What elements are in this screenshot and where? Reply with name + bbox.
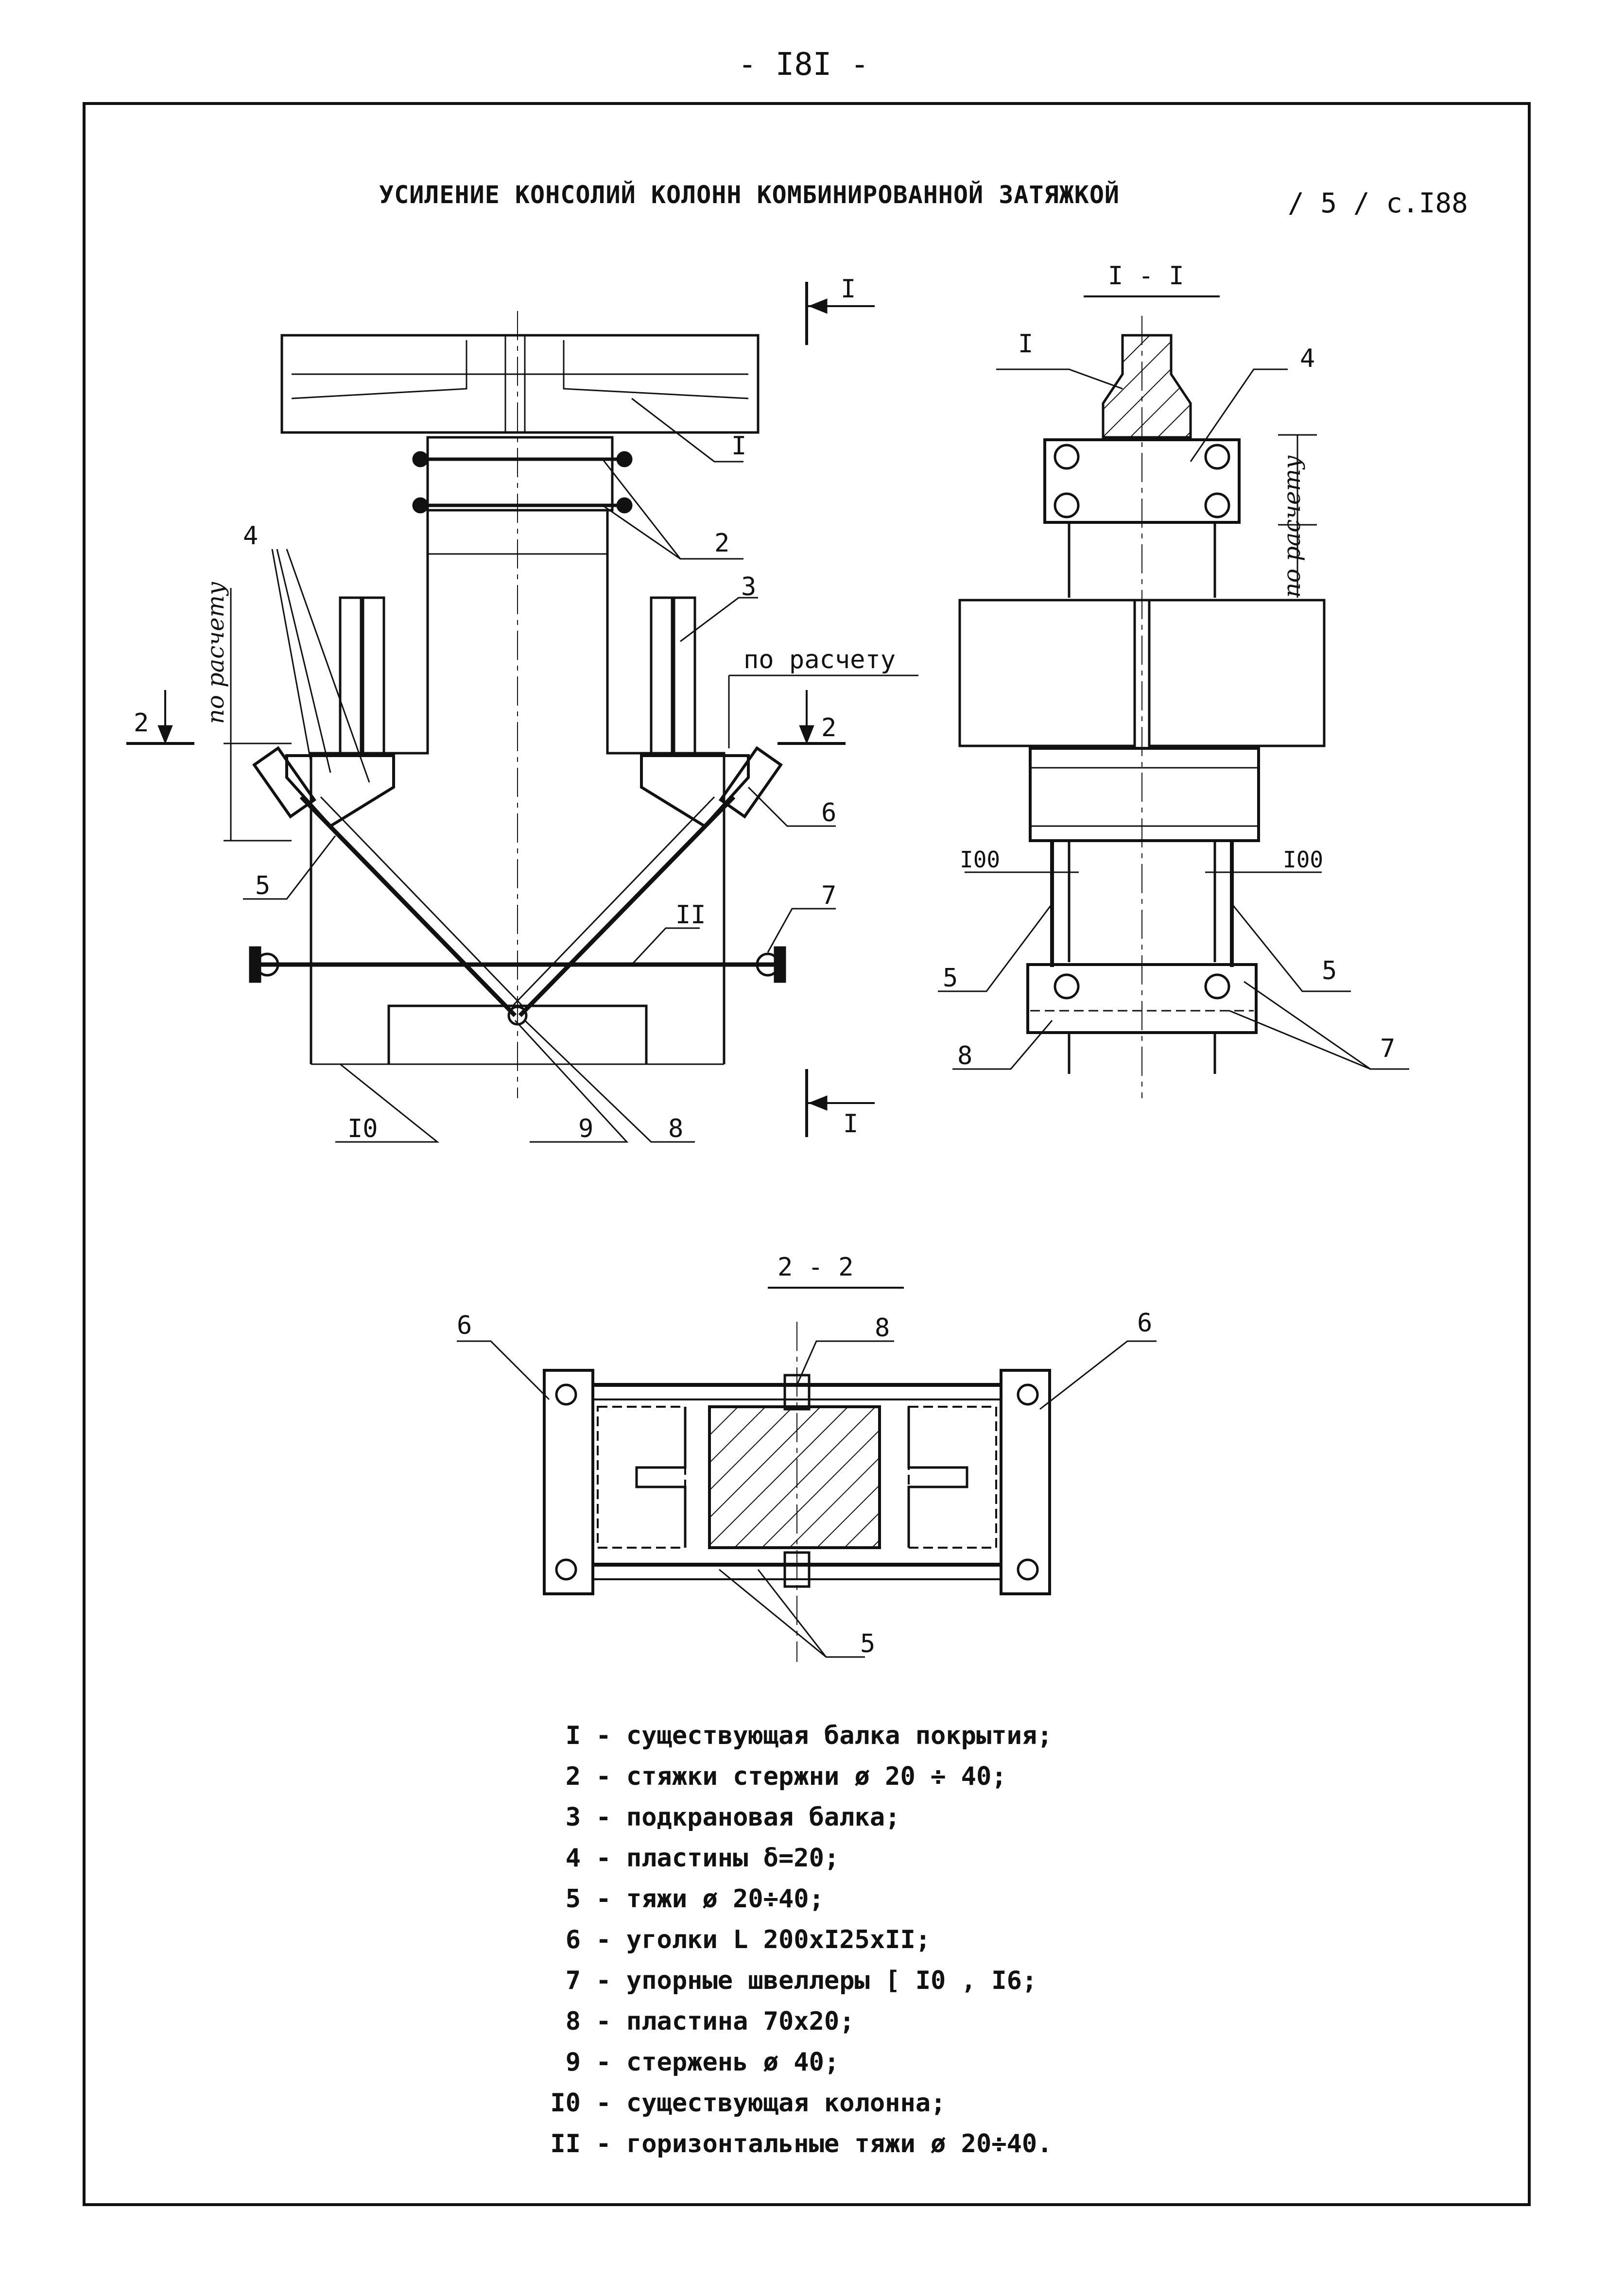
legend-item: 9 - стержень ø 40;: [565, 2048, 840, 2077]
diagonal-rod-right: [518, 795, 736, 1018]
legend-item: 8 - пластина 70х20;: [565, 2007, 855, 2036]
right-console-plate: [640, 754, 750, 828]
s11-callout-8: 8: [957, 1041, 972, 1070]
legend-item: 7 - упорные швеллеры [ I0 , I6;: [565, 1966, 1037, 1995]
section-1-1-title: I - I: [1108, 261, 1184, 291]
roof-beam: [280, 334, 760, 434]
main-view-labels: I I 2 2 по расчету по расчету I 2 3 4 5 …: [134, 275, 896, 1143]
callout-8: 8: [668, 1114, 683, 1143]
s11-callout-5a: 5: [943, 964, 958, 993]
callout-10: I0: [347, 1114, 378, 1143]
main-view: [126, 282, 918, 1143]
column-section-hatched: [708, 1405, 881, 1549]
column-left-edge: [310, 510, 429, 1064]
s22-callout-8: 8: [875, 1313, 890, 1343]
s11-callout-1: I: [1018, 329, 1033, 359]
drawing-title: УСИЛЕНИЕ КОНСОЛИЙ КОЛОНН КОМБИНИРОВАННОЙ…: [379, 181, 1120, 209]
cut-mark-right: 2: [821, 713, 836, 742]
s11-dim-right: I00: [1283, 846, 1323, 873]
angle-6-right: [1000, 1369, 1051, 1595]
legend-item: 5 - тяжи ø 20÷40;: [565, 1884, 824, 1914]
section-2-2: [457, 1287, 1157, 1662]
column-right-edge: [606, 510, 726, 1064]
legend: I - существующая балка покрытия; 2 - стя…: [525, 1715, 1053, 2164]
callout-9: 9: [578, 1114, 593, 1143]
s11-callout-7: 7: [1380, 1034, 1395, 1063]
callout-7: 7: [821, 881, 836, 910]
legend-item: 6 - уголки L 200хI25хII;: [565, 1925, 931, 1954]
drawing-frame: [83, 102, 1531, 2206]
section-1-1-labels: I - I I 4 по расчету I00 I00 5 5 7 8: [943, 261, 1395, 1070]
crane-beam-left-section: [958, 599, 1136, 747]
s22-callout-5: 5: [860, 1629, 875, 1658]
callout-3: 3: [741, 572, 756, 602]
callout-6: 6: [821, 798, 836, 828]
page-number: - I8I -: [738, 47, 869, 83]
console-section: [1029, 747, 1260, 842]
diagonal-rod-left: [299, 795, 517, 1018]
section-mark-top: I: [841, 275, 856, 304]
cut-mark-left: 2: [134, 708, 149, 738]
callout-2: 2: [714, 529, 729, 558]
source-reference: / 5 / с.I88: [1288, 188, 1468, 219]
legend-item: 2 - стяжки стержни ø 20 ÷ 40;: [565, 1762, 1007, 1791]
s11-dim-label: по расчету: [1279, 455, 1306, 598]
section-2-2-title: 2 - 2: [778, 1253, 854, 1282]
crane-beam-right-section: [1148, 599, 1326, 747]
section-mark-bottom: I: [843, 1109, 858, 1139]
callout-4: 4: [243, 521, 258, 551]
s22-callout-6b: 6: [1137, 1309, 1152, 1338]
s11-dim-left: I00: [960, 846, 1000, 873]
s11-callout-4: 4: [1300, 344, 1315, 373]
section-2-2-labels: 2 - 2 6 6 8 5: [457, 1253, 1152, 1658]
right-angle: [718, 746, 783, 819]
legend-item: 4 - пластины δ=20;: [565, 1844, 840, 1873]
dim-label-right: по расчету: [743, 645, 896, 674]
s22-callout-6a: 6: [457, 1311, 472, 1340]
callout-11: II: [675, 900, 706, 930]
callout-1: I: [731, 432, 746, 461]
legend-item: I0 - существующая колонна;: [550, 2089, 946, 2118]
legend-item: 3 - подкрановая балка;: [565, 1803, 900, 1832]
section-1-1: [938, 295, 1409, 1098]
s11-callout-5b: 5: [1322, 956, 1337, 985]
angle-6-left: [543, 1369, 594, 1595]
beam-section: [1102, 334, 1192, 439]
left-console-plate: [285, 754, 395, 828]
legend-item: I - существующая балка покрытия;: [565, 1721, 1053, 1750]
dim-label-left: по расчету: [202, 582, 229, 724]
tie-rod-frame: [426, 436, 614, 512]
left-angle: [252, 746, 317, 819]
callout-5: 5: [255, 871, 270, 900]
legend-item: II - горизонтальные тяжи ø 20÷40.: [550, 2129, 1053, 2158]
